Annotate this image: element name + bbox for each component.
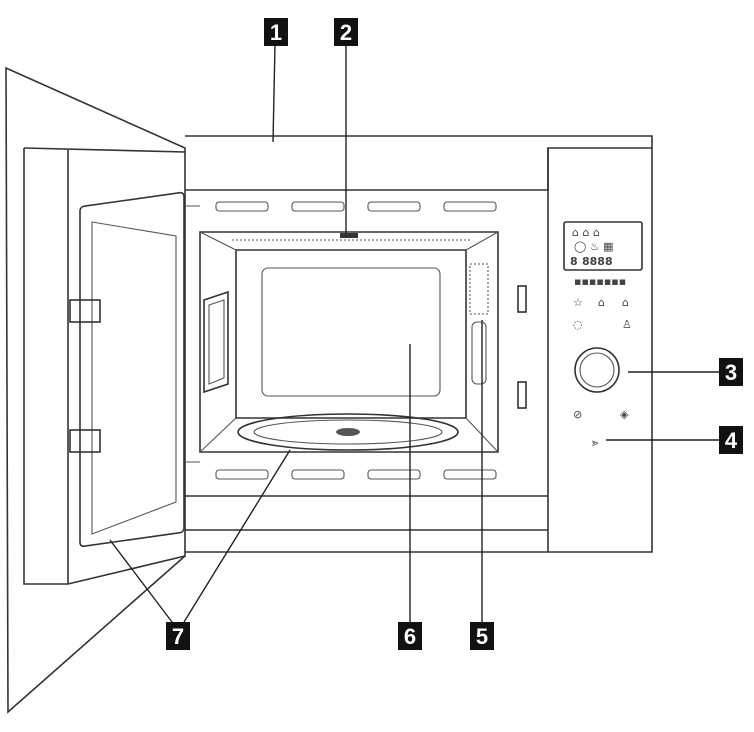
top-vents [215,201,497,212]
callout-6: 6 [398,622,422,650]
callout-5: 5 [470,622,494,650]
start-icon[interactable]: ◈ [620,408,629,421]
oven-front-top [185,147,652,191]
grill-icon[interactable]: ⌂ [598,296,605,309]
callouts: 1 2 3 4 5 6 7 [166,18,743,650]
latch-slot-bottom [517,381,527,409]
leader-lines [109,43,720,623]
side-cover-left [203,290,229,394]
display-digits: 8888 [582,255,613,268]
door [5,66,186,714]
door-outer-panel [5,66,186,714]
stop-icon[interactable]: ⊘ [573,408,582,421]
turntable-hub [336,428,360,436]
callout-4: 4 [719,426,743,454]
weight-icon[interactable]: ♙ [622,318,632,331]
svg-text:5: 5 [476,624,488,649]
door-window [79,191,185,548]
svg-text:2: 2 [340,20,352,45]
combi-icon[interactable]: ⌂ [622,296,629,309]
right-wall-vent [469,263,489,385]
clock-icon[interactable]: ◌ [573,318,583,331]
svg-text:7: 7 [172,624,184,649]
display-screen [563,221,643,271]
cavity-back-wall [235,249,467,419]
door-latch-bottom [69,429,101,453]
display-prefix: 8 [570,255,578,268]
door-latch-top [69,299,101,323]
cavity-back-panel [261,267,441,397]
oven-casing [185,135,653,553]
svg-text:4: 4 [725,428,738,453]
bottom-vents [215,469,497,480]
door-window-inner [91,221,177,535]
display-mode-icons: ◯ ♨ ▦ [574,240,614,253]
callout-1: 1 [264,18,288,46]
door-release-icon[interactable]: ⪢ [592,436,598,449]
svg-text:6: 6 [404,624,416,649]
door-edge-top [23,147,186,153]
callout-7: 7 [166,622,190,650]
grill-marker [340,233,358,238]
svg-text:3: 3 [725,360,737,385]
defrost-icon[interactable]: ☆ [573,296,583,309]
cavity-frame [199,231,499,453]
control-panel: ⌂ ⌂ ⌂ ◯ ♨ ▦ 8 8888 ▪▪▪▪▪▪▪ ☆ ⌂ ⌂ ◌ ♙ ⊘ ◈… [563,221,643,449]
display-indicators: ▪▪▪▪▪▪▪ [574,275,626,288]
latch-slot-top [517,285,527,313]
callout-3: 3 [719,358,743,386]
turntable [237,413,459,451]
door-inner-frame [23,148,186,585]
control-knob[interactable] [574,347,620,393]
svg-text:1: 1 [270,20,282,45]
display-top-icons: ⌂ ⌂ ⌂ [572,226,600,239]
oven-body [185,135,653,553]
callout-2: 2 [334,18,358,46]
